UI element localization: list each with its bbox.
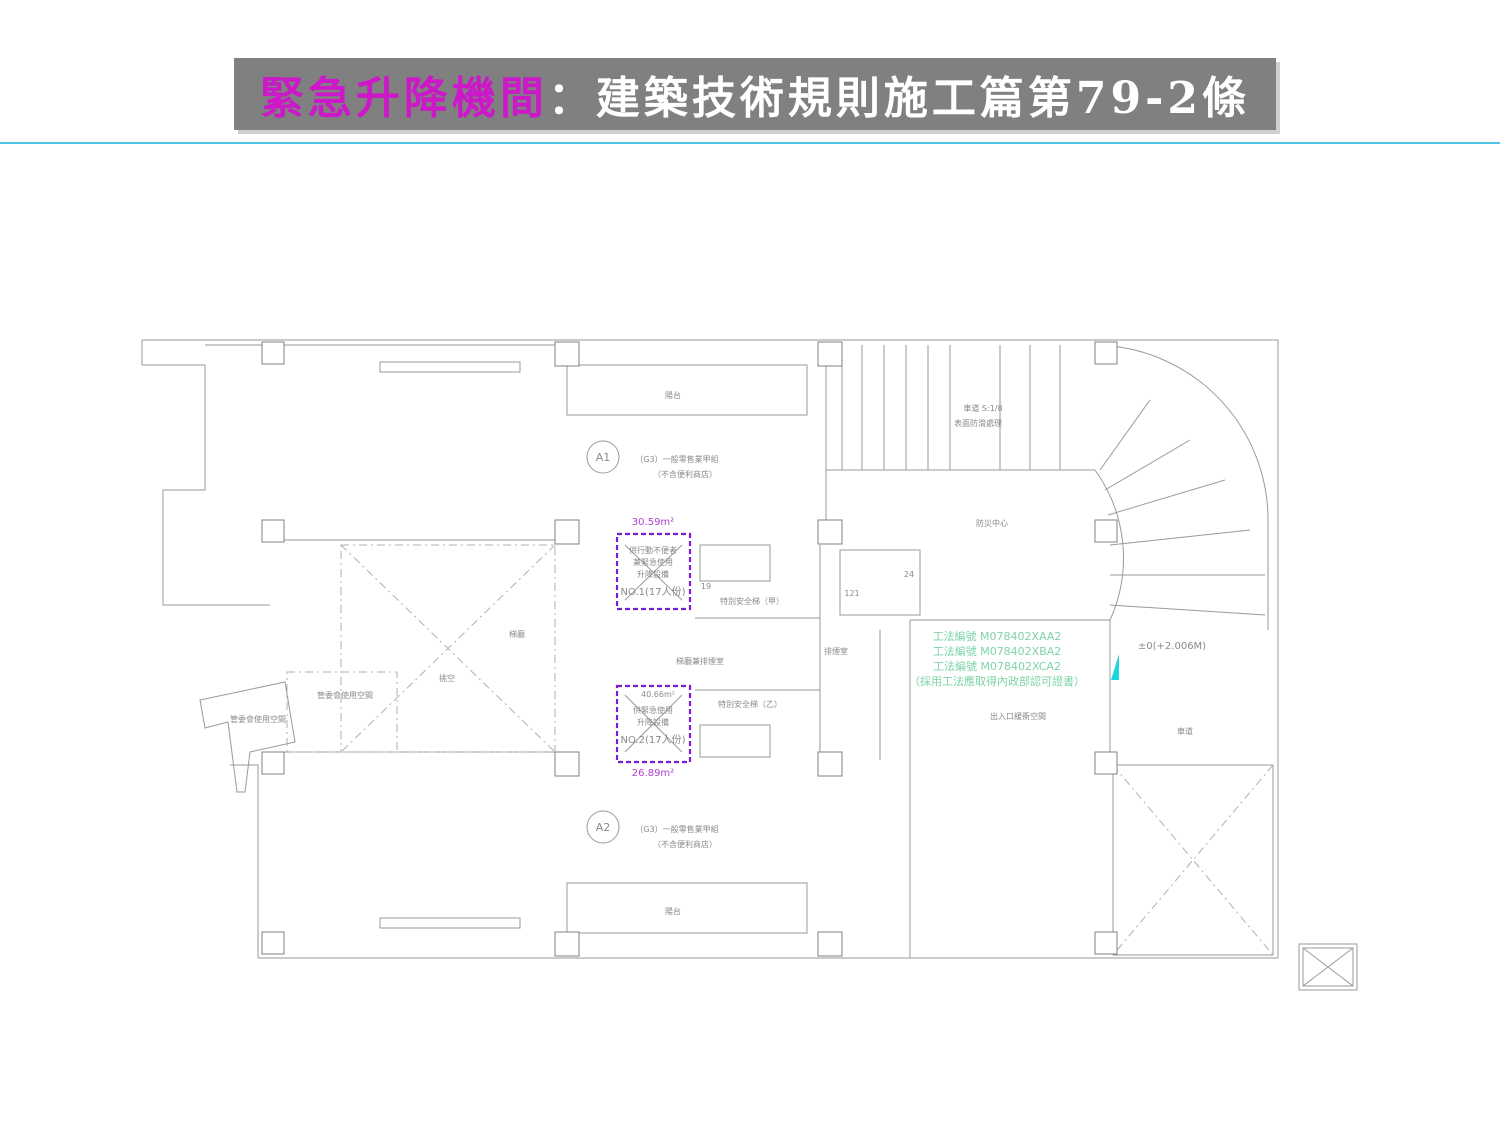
unit-a1-use: （G3）一般零售業甲組 [635, 454, 718, 464]
method-code-2: 工法編號 M078402XBA2 [933, 644, 1062, 658]
unit-a1-id: A1 [596, 451, 611, 464]
unit-a2-use: （G3）一般零售業甲組 [635, 824, 718, 834]
unit-a1-note: （不含便利商店） [653, 469, 717, 479]
title-accent: 緊急升降機間 [259, 73, 548, 124]
unit-a2-id: A2 [596, 821, 611, 834]
lift2-area-top: 40.66m² [641, 690, 675, 699]
label-smoke-room: 排煙室 [824, 646, 848, 656]
level-marker-icon [1111, 654, 1119, 680]
ramp-surface: 表面防滑處理 [954, 418, 1002, 428]
step-121: 121 [844, 589, 859, 598]
lift2-line1: 供緊急使用 [633, 705, 673, 715]
emergency-lift-2-outline [615, 684, 692, 764]
step-24: 24 [904, 570, 914, 579]
label-void: 挑空 [439, 673, 455, 683]
method-code-3: 工法編號 M078402XCA2 [933, 659, 1061, 673]
label-stair-b: 特別安全梯（乙） [718, 699, 782, 709]
lift2-area: 26.89m² [632, 768, 674, 779]
unit-a1-marker [586, 440, 620, 474]
label-lobby: 梯廳 [509, 629, 525, 639]
ramp-slope: 車道 S:1/8 [963, 403, 1002, 413]
label-mgmt-space-2: 管委會使用空間 [230, 714, 286, 724]
lift1-name: NO.1(17人份) [620, 586, 685, 598]
level-label: ±0(+2.006M) [1138, 641, 1206, 652]
unit-a2-marker [586, 810, 620, 844]
label-stair-a: 特別安全梯（甲） [720, 596, 784, 606]
label-entrance-buffer: 出入口緩衝空間 [990, 711, 1046, 721]
method-code-1: 工法編號 M078402XAA2 [933, 629, 1062, 643]
step-19: 19 [701, 582, 711, 591]
label-driveway: 車道 [1177, 726, 1193, 736]
lift1-line1: 供行動不便者 [629, 545, 677, 555]
label-lobby-smoke: 梯廳兼排煙室 [676, 656, 724, 666]
emergency-lift-1-outline [615, 532, 692, 611]
method-note: （採用工法應取得內政部認可證書） [909, 674, 1085, 688]
label-balcony-top: 陽台 [665, 390, 681, 400]
lift1-line2: 兼緊急使用 [633, 557, 673, 567]
label-mgmt-space-1: 管委會使用空間 [317, 690, 373, 700]
lift1-area: 30.59m² [632, 517, 674, 528]
title-rule [0, 142, 1500, 144]
title-rest: ：建築技術規則施工篇第79-2條 [547, 73, 1251, 124]
lift2-line2: 升降設備 [637, 717, 669, 727]
lift1-line3: 升降設備 [637, 569, 669, 579]
columns [261, 341, 1118, 957]
walls [141, 339, 1358, 991]
unit-a2-note: （不含便利商店） [653, 839, 717, 849]
lift2-name: NO.2(17人份) [620, 734, 685, 746]
slide-title: 緊急升降機間：建築技術規則施工篇第79-2條 [234, 58, 1276, 130]
label-disaster-center: 防災中心 [976, 518, 1008, 528]
label-balcony-bottom: 陽台 [665, 906, 681, 916]
